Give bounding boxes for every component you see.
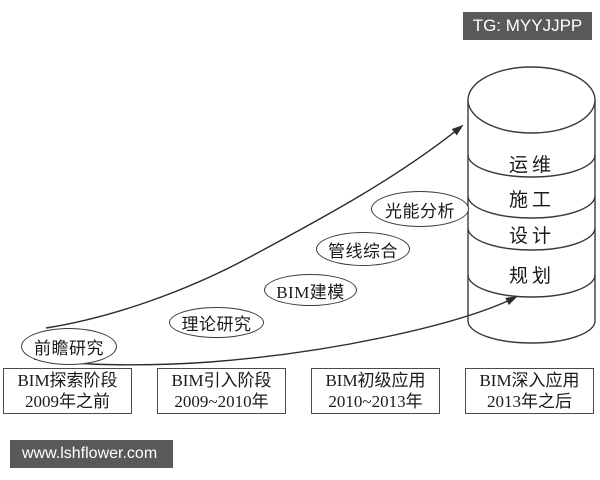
cylinder-body xyxy=(467,100,596,344)
cylinder-layer-guihua: 规划 xyxy=(508,266,555,287)
cylinder-layer-yunwei: 运维 xyxy=(508,155,555,176)
upper-growth-arrow xyxy=(45,124,464,329)
bubble-label: 前瞻研究 xyxy=(34,339,104,358)
watermark-label: www.lshflower.com xyxy=(22,445,158,462)
cylinder-divider xyxy=(467,154,596,178)
stage-box-introduction: BIM引入阶段 2009~2010年 xyxy=(157,368,286,414)
stage-name: BIM引入阶段 xyxy=(171,371,272,390)
cylinder-divider xyxy=(467,274,596,298)
bubble-label: BIM建模 xyxy=(276,282,345,302)
cylinder-layer-shigong: 施工 xyxy=(508,190,555,211)
bubble-guangneng-fenxi: 光能分析 xyxy=(371,191,469,227)
bubble-label: 理论研究 xyxy=(181,315,252,334)
bubble-guanxian-zonghe: 管线综合 xyxy=(316,232,410,266)
watermark-bar: www.lshflower.com xyxy=(10,440,173,468)
cylinder-divider xyxy=(467,195,596,219)
cylinder-layer-sheji: 设计 xyxy=(508,226,555,247)
bubble-qianzhan-yanjiu: 前瞻研究 xyxy=(21,328,117,365)
bim-database-cylinder xyxy=(467,66,596,344)
stage-period: 2009~2010年 xyxy=(174,392,269,411)
cylinder-top xyxy=(467,66,596,134)
stage-box-deep-application: BIM深入应用 2013年之后 xyxy=(465,368,594,414)
bubble-label: 管线综合 xyxy=(328,241,398,261)
bubble-label: 光能分析 xyxy=(385,201,455,221)
stage-name: BIM深入应用 xyxy=(479,371,580,390)
bubble-bim-jianmo: BIM建模 xyxy=(264,274,357,306)
stage-box-exploration: BIM探索阶段 2009年之前 xyxy=(3,368,132,414)
stage-name: BIM初级应用 xyxy=(325,371,426,390)
stage-period: 2009年之前 xyxy=(25,392,110,411)
stage-period: 2010~2013年 xyxy=(328,392,423,411)
stage-period: 2013年之后 xyxy=(487,392,572,411)
bubble-lilun-yanjiu: 理论研究 xyxy=(169,307,264,338)
tg-badge: TG: MYYJJPP xyxy=(463,12,592,40)
stage-box-primary-application: BIM初级应用 2010~2013年 xyxy=(311,368,440,414)
stage-name: BIM探索阶段 xyxy=(17,371,118,390)
cylinder-divider xyxy=(467,227,596,251)
tg-badge-label: TG: MYYJJPP xyxy=(472,16,583,35)
